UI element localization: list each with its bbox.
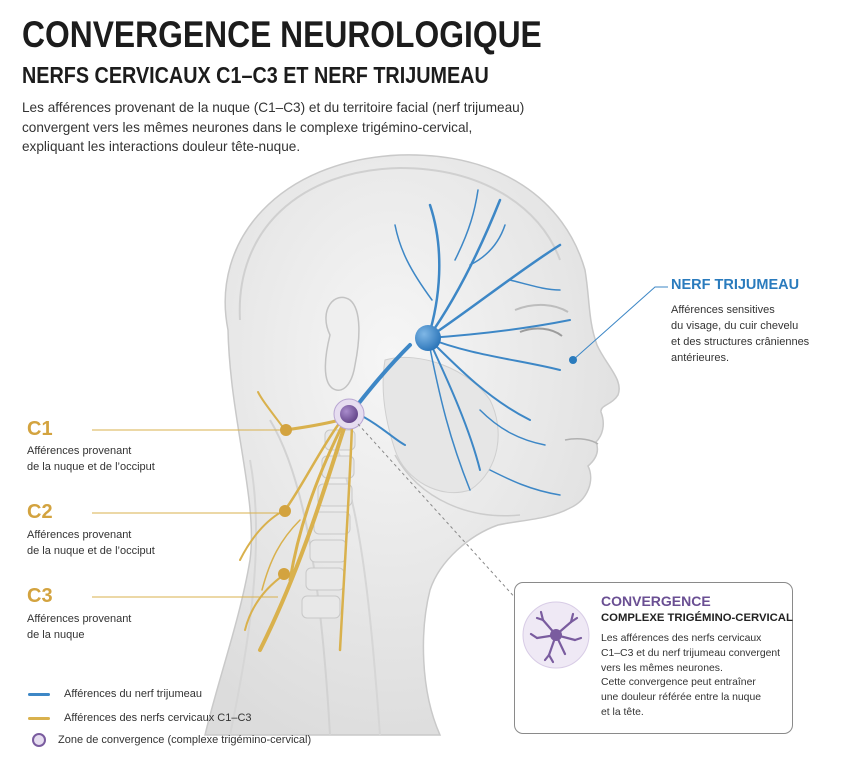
- desc-line: vers les mêmes neurones.: [601, 662, 723, 674]
- ear: [324, 296, 360, 391]
- trigeminal-description: Afférences sensitives du visage, du cuir…: [671, 302, 809, 366]
- legend-swatch-purple-dot: [32, 733, 46, 747]
- legend-swatch-gold: [28, 716, 50, 720]
- desc-line: de la nuque et de l’occiput: [27, 545, 155, 557]
- page-title: CONVERGENCE NEUROLOGIQUE: [22, 14, 542, 55]
- legend-item-cervical: Afférences des nerfs cervicaux C1–C3: [28, 710, 252, 726]
- trigeminal-ganglion: [415, 325, 441, 351]
- skull-outline: [238, 166, 561, 321]
- leader-lines: [92, 286, 668, 613]
- legend-label: Afférences du nerf trijumeau: [64, 688, 202, 700]
- legend-item-trigeminal: Afférences du nerf trijumeau: [28, 686, 202, 702]
- desc-line: C1–C3 et du nerf trijumeau convergent: [601, 647, 781, 659]
- page-subtitle: NERFS CERVICAUX C1–C3 ET NERF TRIJUMEAU: [22, 62, 489, 88]
- c2-description: Afférences provenant de la nuque et de l…: [27, 527, 155, 559]
- eyebrow: [514, 304, 569, 313]
- desc-line: Afférences sensitives: [671, 304, 775, 316]
- desc-line: Afférences provenant: [27, 445, 132, 457]
- c1-label: C1: [27, 418, 53, 440]
- neck-muscle: [269, 419, 331, 736]
- convergence-subtitle: COMPLEXE TRIGÉMINO-CERVICAL: [601, 612, 793, 624]
- intro-line: expliquant les interactions douleur tête…: [22, 139, 301, 154]
- neuron-icon: [522, 601, 590, 669]
- trigeminal-target-dot: [569, 356, 577, 364]
- desc-line: et des structures crâniennes: [671, 336, 810, 348]
- cervical-nerves: [239, 391, 354, 652]
- convergence-description: Les afférences des nerfs cervicaux C1–C3…: [601, 632, 780, 721]
- intro-line: convergent vers les mêmes neurones dans …: [22, 119, 473, 135]
- legend-item-convergence: Zone de convergence (complexe trigémino-…: [28, 732, 311, 748]
- desc-line: une douleur référée entre la nuque: [601, 692, 762, 704]
- desc-line: Afférences provenant: [27, 613, 132, 625]
- c2-label: C2: [27, 501, 53, 523]
- c3-node: [278, 568, 290, 580]
- jaw-line: [394, 454, 521, 517]
- c2-node: [279, 505, 291, 517]
- desc-line: Cette convergence peut entraîner: [601, 677, 756, 689]
- cervical-spine: [301, 429, 356, 619]
- desc-line: et la tête.: [601, 706, 644, 718]
- convergence-node: [340, 405, 358, 423]
- desc-line: Les afférences des nerfs cervicaux: [601, 633, 762, 644]
- c1-description: Afférences provenant de la nuque et de l…: [27, 443, 155, 475]
- neck-muscle: [229, 459, 258, 736]
- desc-line: de la nuque et de l’occiput: [27, 461, 155, 473]
- desc-line: de la nuque: [27, 629, 85, 641]
- eye: [519, 327, 563, 337]
- desc-line: antérieures.: [671, 352, 730, 364]
- c3-label: C3: [27, 585, 53, 607]
- intro-line: Les afférences provenant de la nuque (C1…: [22, 100, 525, 115]
- legend-swatch-blue: [28, 692, 50, 696]
- desc-line: du visage, du cuir chevelu: [671, 320, 799, 332]
- convergence-title: CONVERGENCE: [601, 593, 711, 609]
- desc-line: Afférences provenant: [27, 529, 132, 541]
- c1-node: [280, 424, 292, 436]
- legend-label: Afférences des nerfs cervicaux C1–C3: [64, 712, 252, 724]
- c3-description: Afférences provenant de la nuque: [27, 611, 131, 643]
- intro-text: Les afférences provenant de la nuque (C1…: [22, 98, 582, 157]
- legend-label: Zone de convergence (complexe trigémino-…: [58, 734, 312, 746]
- trigeminal-title: NERF TRIJUMEAU: [671, 277, 800, 293]
- lips: [564, 438, 599, 445]
